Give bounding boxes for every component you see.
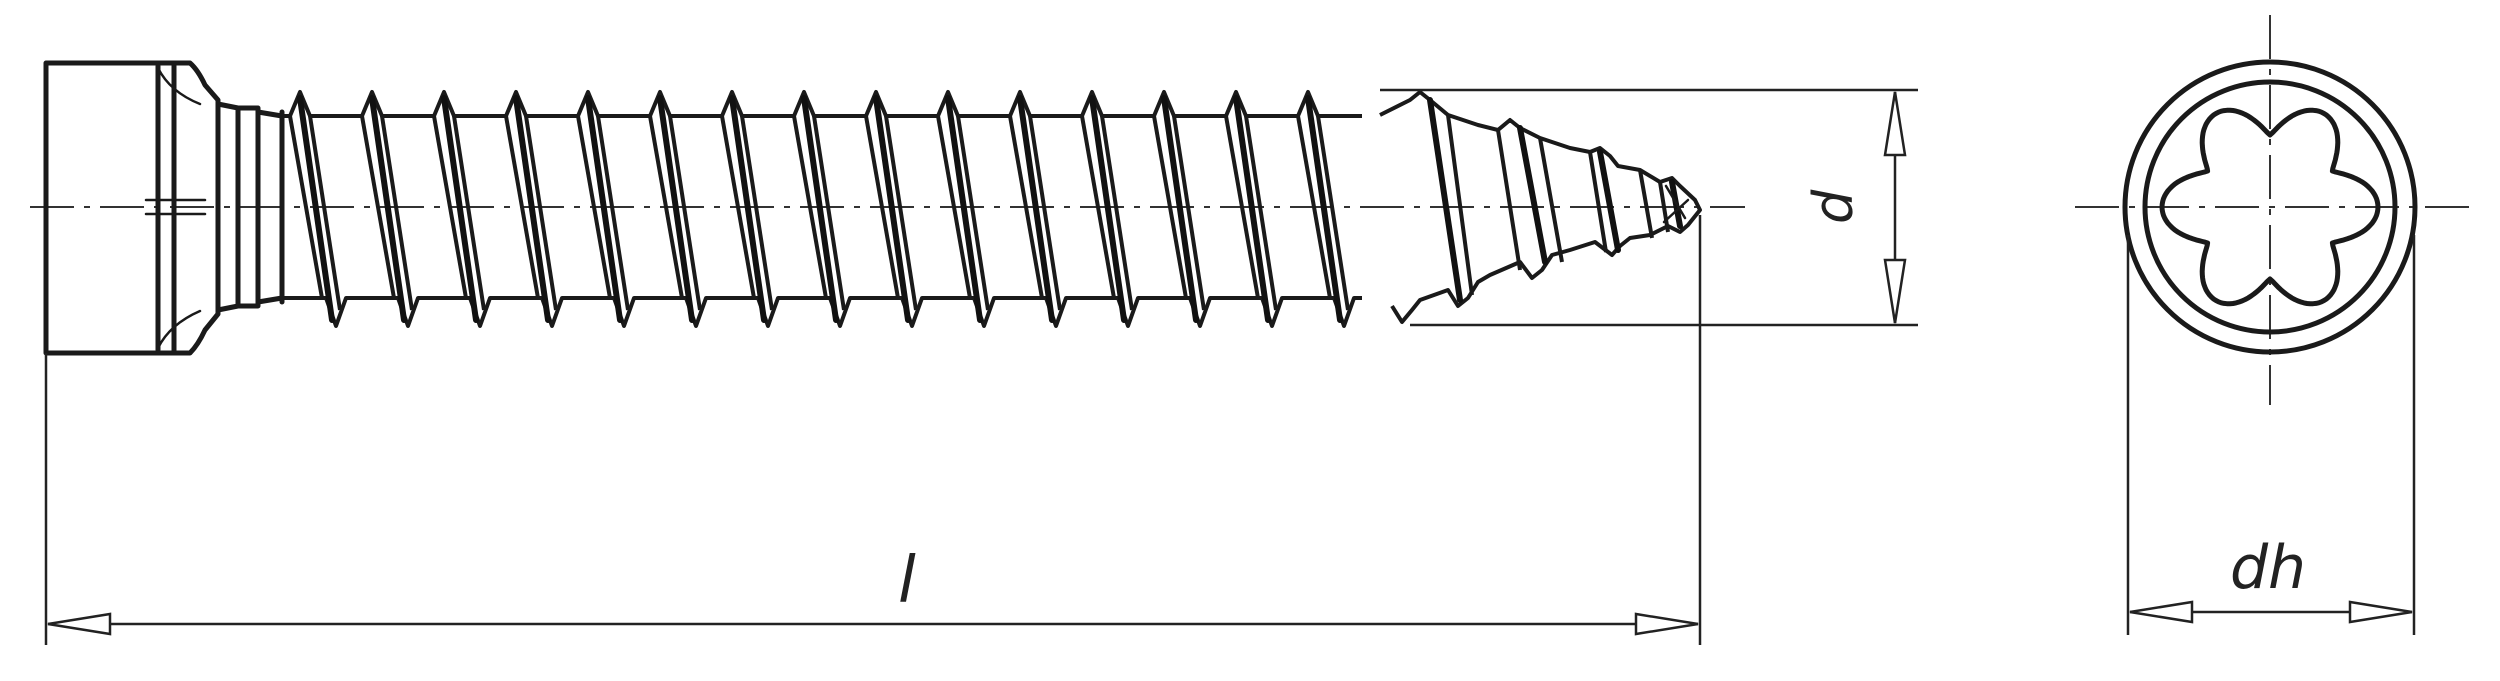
thread-flank [596, 115, 630, 311]
thread-flank [668, 115, 702, 311]
thread-flank [792, 115, 828, 299]
l-dimension: l [44, 215, 1702, 645]
thread-flank [884, 115, 918, 311]
thread-taper [1379, 90, 1702, 324]
screw-side-view: d l [30, 60, 1918, 645]
thread-flank [1008, 115, 1044, 299]
thread-flank [1244, 115, 1278, 311]
thread-flank [513, 95, 551, 323]
thread-flank [360, 115, 396, 299]
thread-flank [380, 115, 414, 311]
thread-flank [308, 115, 342, 311]
thread-flank [585, 95, 623, 323]
d-label: d [1802, 189, 1865, 224]
thread-flank [441, 95, 479, 323]
thread-flank [1224, 115, 1260, 299]
d-dimension: d [1802, 91, 1907, 324]
thread-flank [452, 115, 486, 311]
thread-flank [297, 95, 335, 323]
thread-flank [945, 95, 983, 323]
thread-flank [873, 95, 911, 323]
thread-flank [369, 95, 407, 323]
thread-flank [956, 115, 990, 311]
thread-flank [432, 115, 468, 299]
thread-crest-top [282, 90, 1362, 118]
thread-flank [740, 115, 774, 311]
head-inner-circle [2142, 79, 2398, 335]
thread-flank [1296, 115, 1332, 299]
l-label: l [898, 544, 916, 618]
thread-flank [1233, 95, 1271, 323]
thread-flank [812, 115, 846, 311]
thread-flank [657, 95, 695, 323]
thread-flank [801, 95, 839, 323]
torx-recess-icon [2159, 107, 2381, 307]
thread-flank [1152, 115, 1188, 299]
thread-flank [1080, 115, 1116, 299]
thread-flank [1017, 95, 1055, 323]
thread-flank [1161, 95, 1199, 323]
thread-flank [1100, 115, 1134, 311]
thread-flank [504, 115, 540, 299]
thread-body [282, 90, 1362, 328]
head-neck [144, 60, 285, 356]
thread-flank [936, 115, 972, 299]
dh-label: dh [2230, 533, 2306, 603]
thread-flank [1028, 115, 1062, 311]
thread-flank [1305, 95, 1343, 323]
dh-dimension: dh [2126, 235, 2416, 635]
thread-flank [864, 115, 900, 299]
thread-flank [1316, 115, 1350, 311]
screw-head [43, 60, 177, 356]
thread-flank [524, 115, 558, 311]
thread-flank [1089, 95, 1127, 323]
screw-end-view: dh [2075, 15, 2470, 635]
thread-flank [288, 115, 324, 299]
thread-flank [648, 115, 684, 299]
thread-crest-bottom [282, 296, 1362, 328]
head-outer-circle [2122, 59, 2418, 355]
thread-flank [729, 95, 767, 323]
thread-flank [1172, 115, 1206, 311]
thread-flank [576, 115, 612, 299]
thread-flank [720, 115, 756, 299]
